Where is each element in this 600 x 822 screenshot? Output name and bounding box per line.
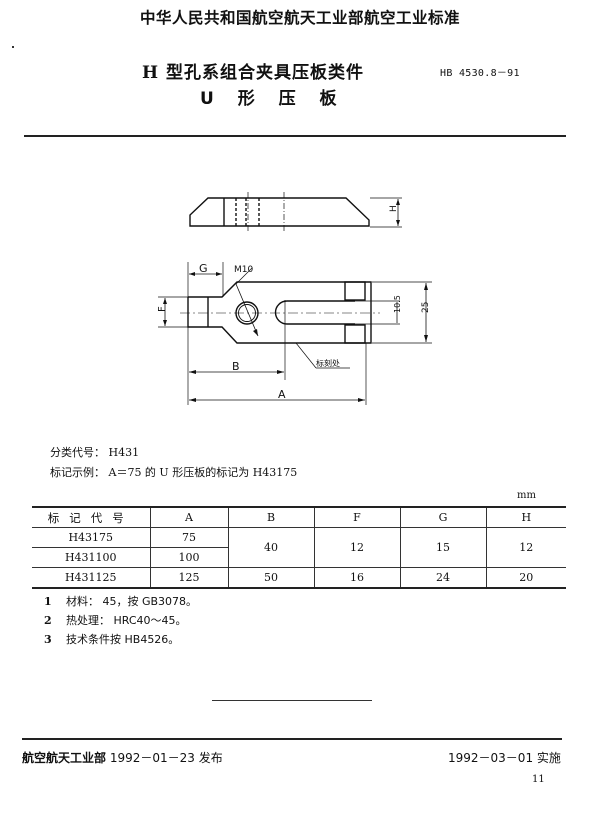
technical-drawing: H G M10 F 10.5 25 B A 标刻处 bbox=[157, 192, 432, 405]
cell-g-merged: 15 bbox=[399, 527, 487, 568]
cell-a: 100 bbox=[149, 547, 228, 568]
unit-label: mm bbox=[517, 490, 536, 501]
table-row: H431100 100 bbox=[32, 547, 566, 568]
header-divider bbox=[24, 135, 566, 137]
cell-g: 24 bbox=[399, 567, 487, 589]
cell-b: 50 bbox=[227, 567, 315, 589]
footer-divider bbox=[22, 738, 562, 740]
marking-example-label: 标记示例： bbox=[50, 466, 105, 479]
header-f: F bbox=[313, 506, 401, 528]
standard-code: HB 4530.8－91 bbox=[440, 68, 520, 79]
dim-label-f: F bbox=[157, 306, 168, 312]
dimension-table: 标记代号 A B F G H H43175 75 40 12 15 12 H43… bbox=[32, 506, 566, 589]
classification-line: 分类代号： H431 bbox=[50, 444, 139, 460]
cell-a: 125 bbox=[149, 567, 229, 589]
top-view bbox=[158, 262, 432, 405]
marking-example-line: 标记示例： A＝75 的 U 形压板的标记为 H43175 bbox=[50, 464, 297, 480]
effective-date: 1992－03－01 实施 bbox=[448, 751, 561, 765]
cell-h-merged: 12 bbox=[485, 527, 566, 568]
issuer: 航空航天工业部 bbox=[22, 751, 107, 765]
classification-label: 分类代号： bbox=[50, 446, 105, 459]
end-of-content-rule bbox=[212, 700, 372, 701]
dim-label-a: A bbox=[278, 388, 286, 401]
marking-location-label: 标刻处 bbox=[316, 358, 340, 368]
header-code: 标记代号 bbox=[32, 506, 151, 528]
dim-label-slot-width: 10.5 bbox=[393, 295, 402, 313]
issue-date: 1992－01－23 发布 bbox=[106, 751, 223, 765]
cell-code: H431125 bbox=[32, 567, 151, 589]
scan-speck bbox=[12, 46, 14, 48]
header-g: G bbox=[399, 506, 487, 528]
dim-label-height: 25 bbox=[421, 302, 431, 313]
document-title: H 型孔系组合夹具压板类件 bbox=[142, 58, 364, 83]
side-view bbox=[189, 192, 402, 232]
document-subtitle: U 形 压 板 bbox=[200, 89, 337, 109]
cell-code: H431100 bbox=[32, 547, 151, 568]
dim-label-thread: M10 bbox=[234, 265, 253, 275]
header-b: B bbox=[227, 506, 315, 528]
cell-code: H43175 bbox=[32, 527, 151, 548]
cell-a: 75 bbox=[149, 527, 229, 548]
table-row: H43175 75 40 12 15 12 bbox=[32, 527, 566, 568]
dim-label-b: B bbox=[232, 360, 240, 373]
issue-info: 航空航天工业部 1992－01－23 发布 bbox=[22, 749, 223, 766]
table-row: H431125 125 50 16 24 20 bbox=[32, 567, 566, 589]
dim-label-h: H bbox=[389, 205, 399, 212]
header-a: A bbox=[149, 506, 229, 528]
table-header-row: 标记代号 A B F G H bbox=[32, 506, 566, 528]
title-prefix: H bbox=[142, 63, 160, 83]
marking-example-value: A＝75 的 U 形压板的标记为 H43175 bbox=[108, 466, 298, 479]
title-rest: 型孔系组合夹具压板类件 bbox=[159, 63, 364, 83]
cell-b-merged: 40 bbox=[227, 527, 315, 568]
cell-h: 20 bbox=[485, 567, 566, 589]
header-h: H bbox=[485, 506, 566, 528]
cell-f-merged: 12 bbox=[313, 527, 401, 568]
classification-value: H431 bbox=[108, 446, 140, 459]
cell-f: 16 bbox=[313, 567, 401, 589]
page-number: 11 bbox=[532, 774, 545, 785]
dim-label-g: G bbox=[199, 262, 208, 275]
issuing-organization: 中华人民共和国航空航天工业部航空工业标准 bbox=[139, 9, 460, 27]
